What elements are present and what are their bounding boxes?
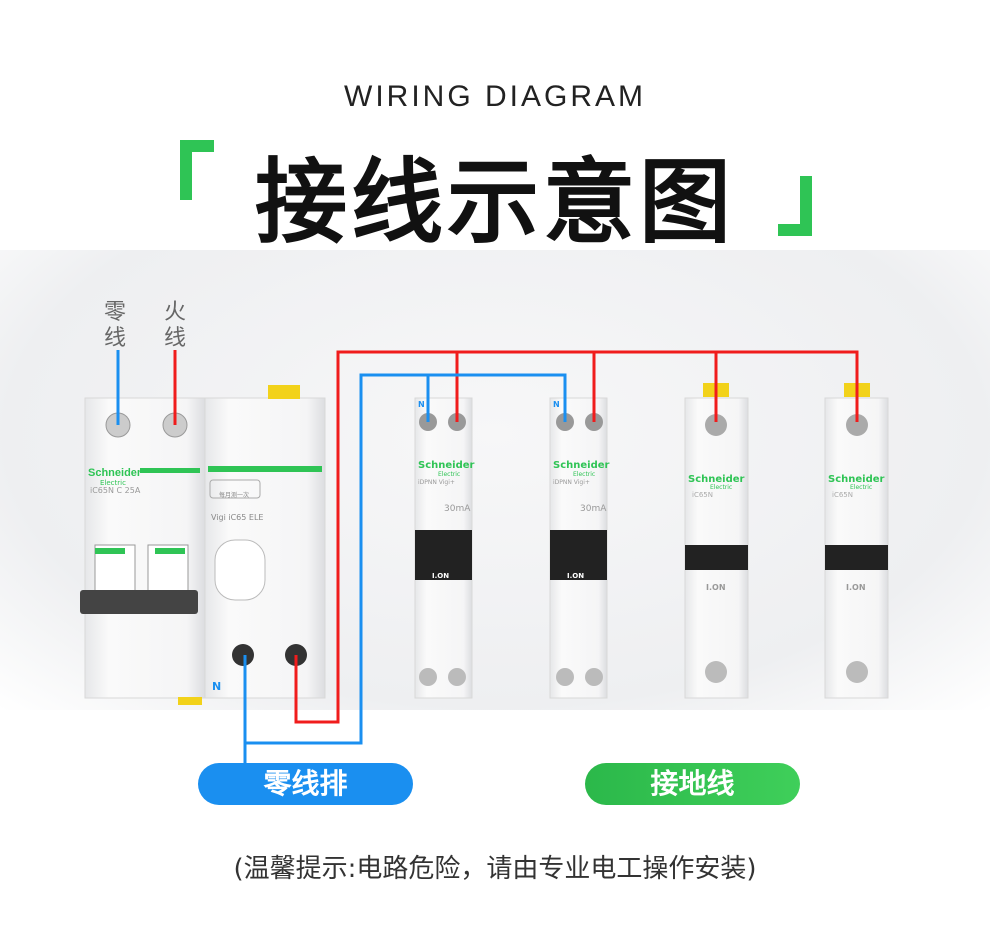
ground-wire-button[interactable]: 接地线 [585, 763, 800, 805]
rcbo-module-2: N Schneider Electric iDPNN Vigi+ 30mA I.… [549, 397, 610, 699]
screw-icon [419, 668, 437, 686]
brand-sub: Electric [710, 484, 732, 491]
neutral-mark: N [418, 400, 425, 409]
main-breaker: Schneider Electric iC65N C 25A 每月测一次 Vig… [80, 385, 326, 705]
handle-bar[interactable] [80, 590, 198, 614]
brand-logo: Schneider [553, 460, 610, 471]
live-wire-bus [294, 350, 859, 724]
mcb-module-2: Schneider Electric iC65N I.ON [824, 383, 889, 699]
test-note: 每月测一次 [219, 491, 249, 499]
brand-logo: Schneider [418, 460, 475, 471]
screw-icon [232, 644, 254, 666]
live-label: 火线 [163, 300, 186, 351]
brand-sub: Electric [100, 479, 126, 487]
screw-icon [448, 668, 466, 686]
screw-icon [705, 661, 727, 683]
din-clip [268, 385, 300, 399]
handle-label: I.ON [846, 583, 866, 592]
brand-sub: Electric [850, 484, 872, 491]
mcb-module-1: Schneider Electric iC65N I.ON [684, 383, 749, 699]
model-label: iDPNN Vigi+ [418, 479, 455, 486]
neutral-mark: N [553, 400, 560, 409]
handle-label: I.ON [706, 583, 726, 592]
model-label: iC65N [832, 491, 853, 499]
brand-logo: Schneider [688, 474, 745, 485]
handle-label: I.ON [432, 572, 449, 580]
neutral-wire-bus [243, 373, 567, 765]
handle-label: I.ON [567, 572, 584, 580]
toggle-handle[interactable] [685, 545, 748, 570]
screw-icon [705, 414, 727, 436]
screw-icon [846, 661, 868, 683]
rcbo-module-1: N Schneider Electric iDPNN Vigi+ 30mA I.… [414, 397, 475, 699]
brand-logo: Schneider [828, 474, 885, 485]
bracket-open [180, 140, 214, 200]
model-label: iC65N [692, 491, 713, 499]
model-label: iC65N C 25A [90, 486, 141, 495]
screw-icon [846, 414, 868, 436]
toggle-handle[interactable] [825, 545, 888, 570]
subtitle-en: WIRING DIAGRAM [344, 80, 646, 113]
bracket-close [778, 176, 812, 236]
brand-logo: Schneider [88, 467, 142, 479]
neutral-label: 零线 [103, 300, 126, 351]
test-button[interactable] [209, 479, 261, 499]
model-label: iDPNN Vigi+ [553, 479, 590, 486]
toggle-handle[interactable] [415, 530, 472, 580]
screw-icon [585, 668, 603, 686]
brand-sub: Electric [573, 471, 595, 478]
rcd-model-label: Vigi iC65 ELE [211, 513, 263, 522]
safety-note: (温馨提示:电路危险，请由专业电工操作安装) [233, 854, 757, 884]
brand-sub: Electric [438, 471, 460, 478]
rating-label: 30mA [580, 504, 607, 514]
neutral-bar-button[interactable]: 零线排 [198, 763, 413, 805]
page-title: 接线示意图 [254, 149, 735, 256]
rating-label: 30mA [444, 504, 471, 514]
neutral-mark: N [212, 680, 221, 693]
toggle-handle[interactable] [550, 530, 607, 580]
screw-icon [556, 668, 574, 686]
